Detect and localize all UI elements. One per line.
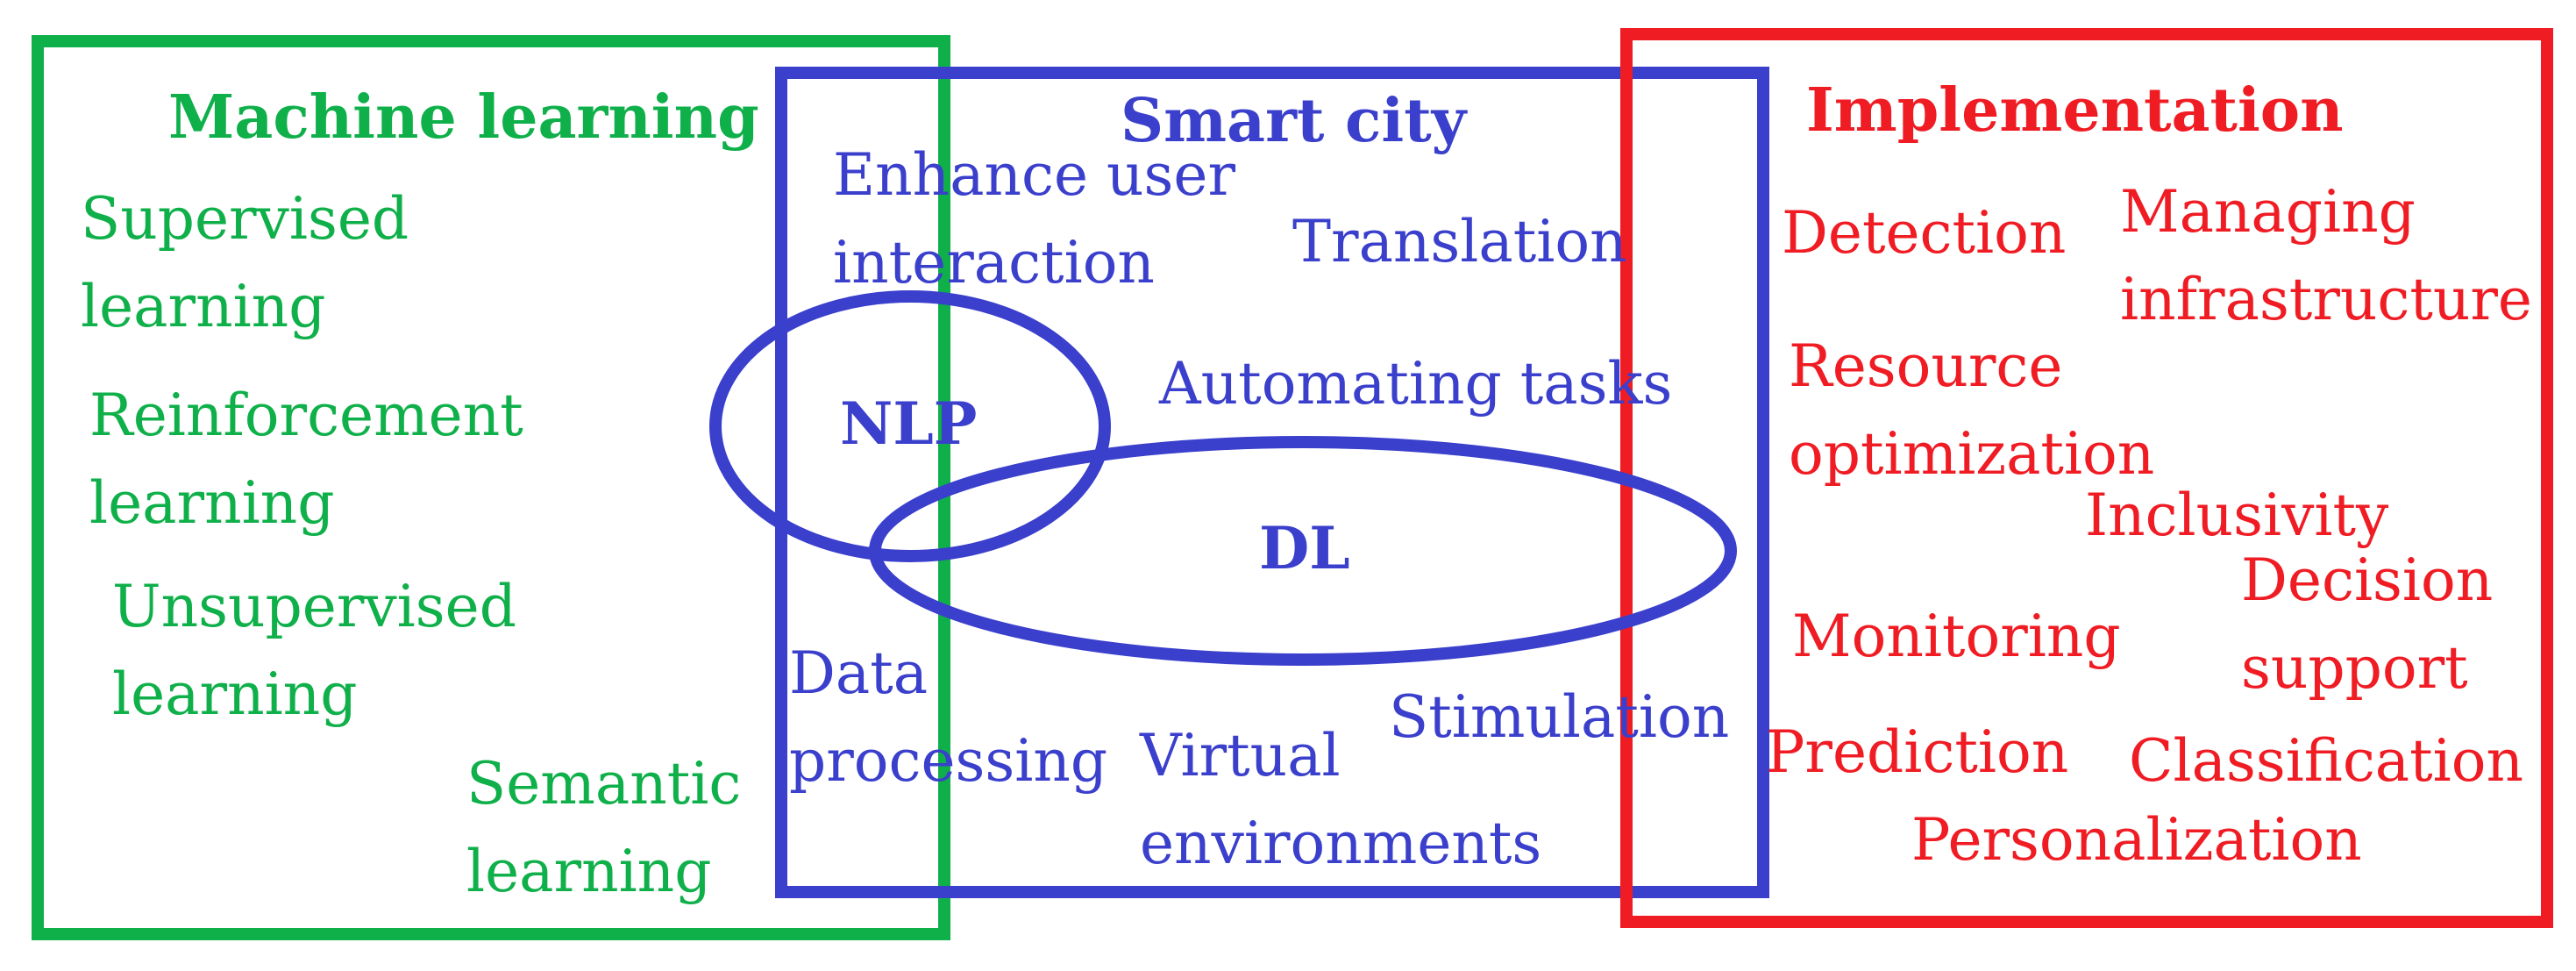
implementation-frame xyxy=(1620,28,2553,928)
impl-item-inclusivity: Inclusivity xyxy=(2085,482,2389,549)
implementation-title: Implementation xyxy=(1806,75,2344,146)
impl-item-prediction: Prediction xyxy=(1766,718,2069,786)
ml-item-semantic: Semantic learning xyxy=(466,750,742,905)
impl-item-decision-support: Decision support xyxy=(2241,546,2494,702)
ml-item-supervised: Supervised learning xyxy=(81,185,409,340)
dl-label: DL xyxy=(1259,514,1350,582)
sc-item-virtual-environments: Virtual environments xyxy=(1140,722,1542,877)
impl-item-classification: Classification xyxy=(2129,727,2524,795)
impl-item-personalization: Personalization xyxy=(1911,806,2362,874)
sc-item-enhance-user-interaction: Enhance user interaction xyxy=(833,141,1236,296)
smart-city-title: Smart city xyxy=(1121,86,1467,156)
ml-item-unsupervised: Unsupervised learning xyxy=(112,573,516,728)
sc-item-automating-tasks: Automating tasks xyxy=(1159,350,1673,418)
sc-item-translation: Translation xyxy=(1292,208,1627,275)
machine-learning-frame xyxy=(32,35,950,940)
machine-learning-title: Machine learning xyxy=(168,82,759,153)
sc-item-data-processing: Data processing xyxy=(789,639,1108,795)
impl-item-detection: Detection xyxy=(1782,199,2067,267)
sc-item-stimulation: Stimulation xyxy=(1389,683,1730,751)
ml-item-reinforcement: Reinforcement learning xyxy=(89,382,523,537)
impl-item-managing-infrastructure: Managing infrastructure xyxy=(2120,178,2532,333)
nlp-label: NLP xyxy=(840,389,978,458)
impl-item-monitoring: Monitoring xyxy=(1792,603,2121,670)
impl-item-resource-optimization: Resource optimization xyxy=(1789,332,2155,488)
